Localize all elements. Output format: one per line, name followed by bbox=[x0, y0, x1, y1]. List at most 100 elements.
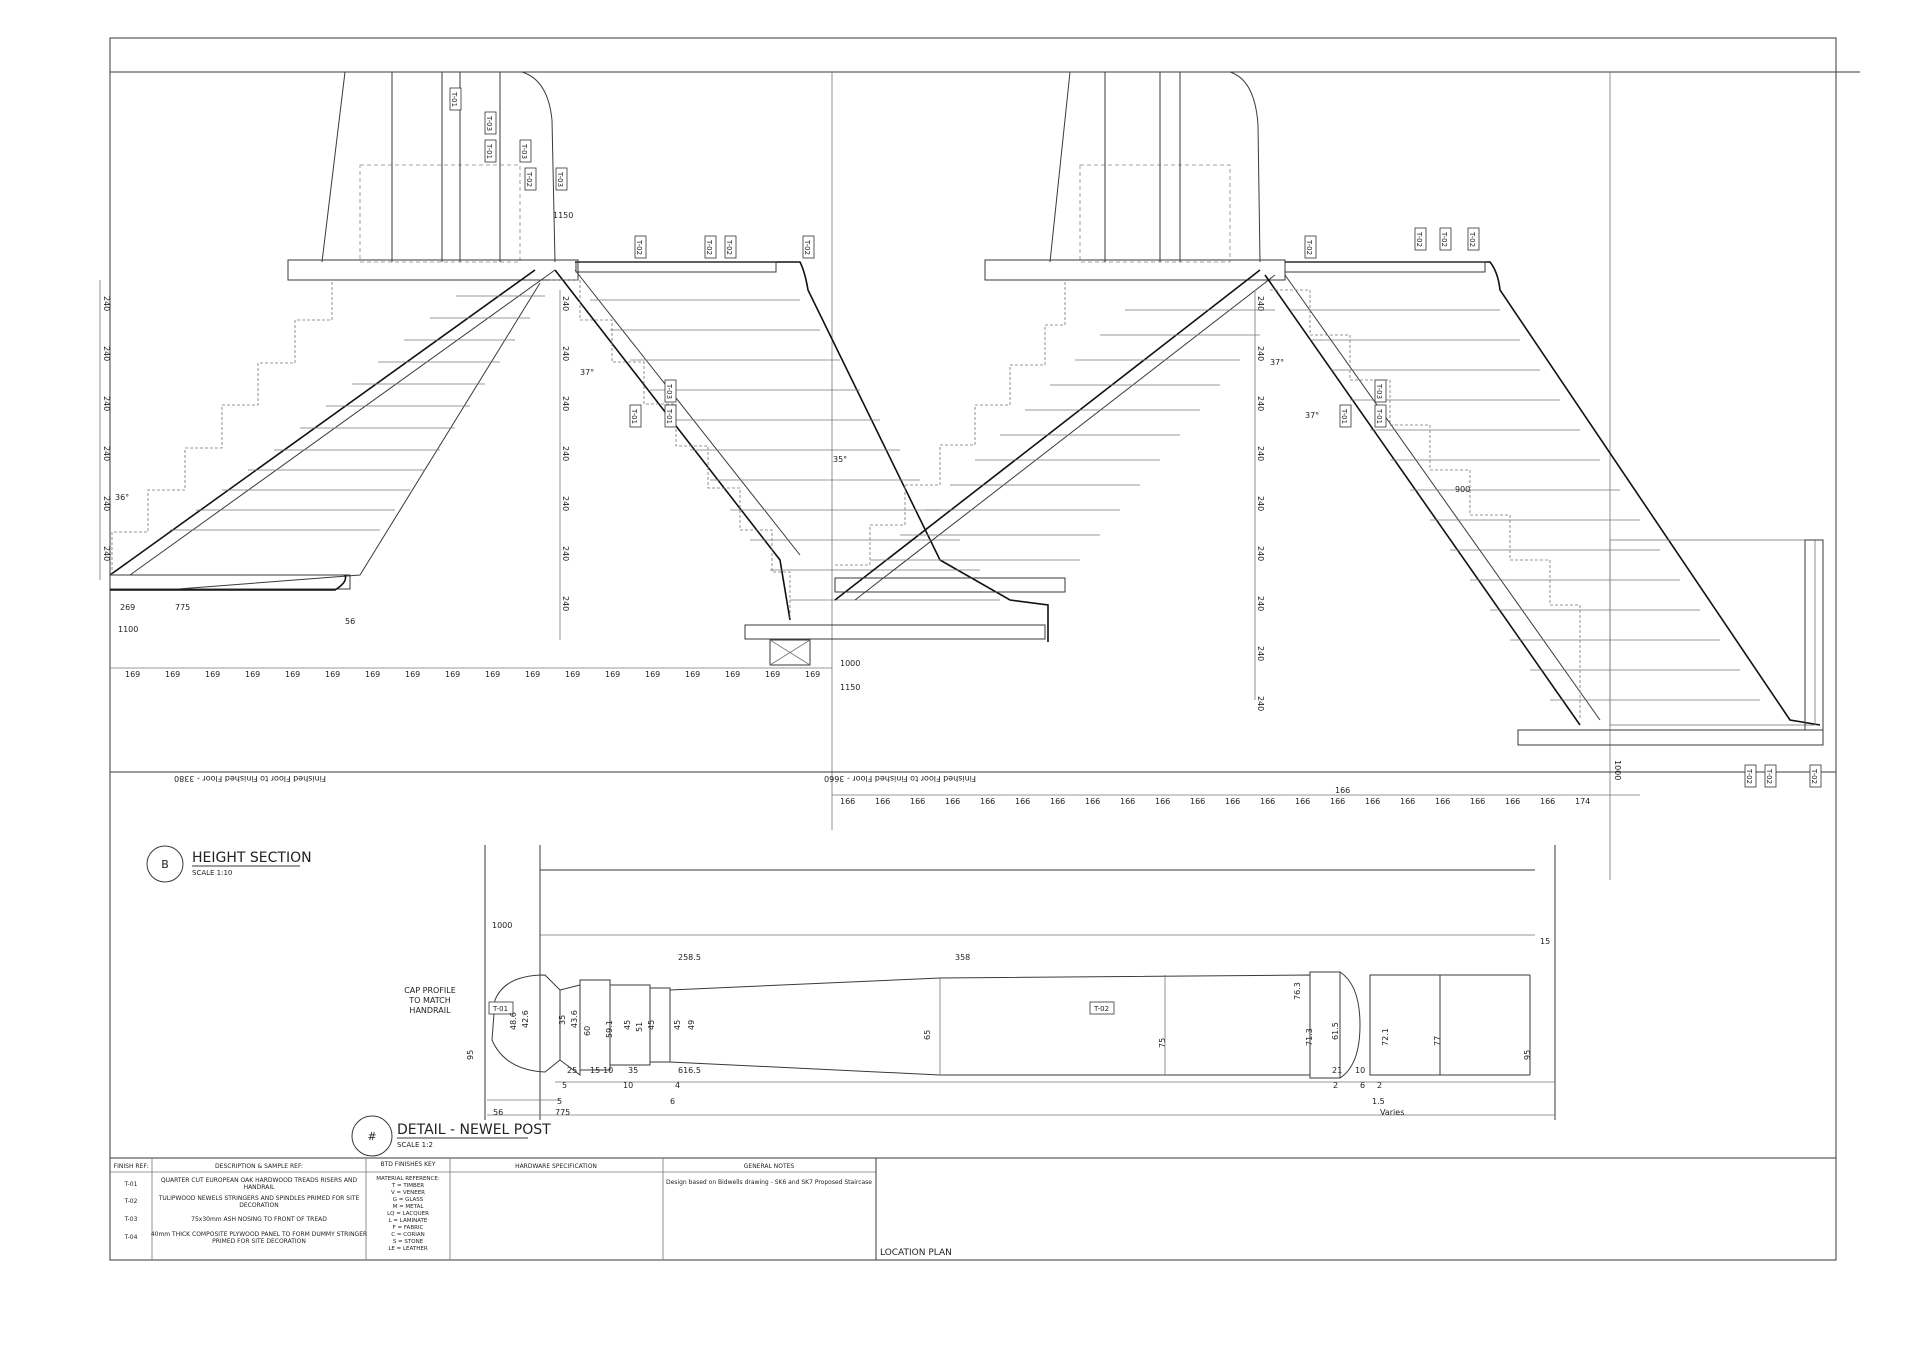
angle-label: 37° bbox=[1270, 358, 1284, 367]
svg-text:169: 169 bbox=[725, 670, 740, 679]
svg-text:240: 240 bbox=[561, 446, 570, 461]
dim-1000: 1000 bbox=[840, 659, 860, 668]
svg-text:BTD FINISHES KEY: BTD FINISHES KEY bbox=[380, 1161, 435, 1168]
svg-text:T-01: T-01 bbox=[1375, 408, 1383, 424]
floor-label-right: Finished Floor to Finished Floor - 3660 bbox=[824, 774, 976, 783]
svg-text:4: 4 bbox=[675, 1081, 680, 1090]
schedule-headers: FINISH REF: DESCRIPTION & SAMPLE REF: BT… bbox=[114, 1161, 795, 1170]
svg-text:169: 169 bbox=[445, 670, 460, 679]
svg-text:6: 6 bbox=[670, 1097, 675, 1106]
svg-text:T-02: T-02 bbox=[1093, 1005, 1109, 1013]
svg-text:T-01: T-01 bbox=[630, 408, 638, 424]
svg-text:T-02: T-02 bbox=[124, 1198, 138, 1205]
svg-text:169: 169 bbox=[365, 670, 380, 679]
svg-text:35: 35 bbox=[558, 1015, 567, 1025]
svg-text:240: 240 bbox=[1256, 546, 1265, 561]
svg-text:5: 5 bbox=[557, 1097, 562, 1106]
svg-text:174: 174 bbox=[1575, 797, 1590, 806]
svg-text:T-03: T-03 bbox=[556, 171, 564, 187]
svg-text:95: 95 bbox=[466, 1050, 475, 1060]
angle-label: 37° bbox=[1305, 411, 1319, 420]
svg-text:240: 240 bbox=[1256, 296, 1265, 311]
svg-text:T-04: T-04 bbox=[124, 1234, 138, 1241]
svg-text:166: 166 bbox=[1330, 797, 1345, 806]
svg-text:240: 240 bbox=[102, 346, 111, 361]
dim-1150-top: 1150 bbox=[553, 211, 573, 220]
finish-tags: T-01 T-03 T-01 T-03 T-02 T-03 T-02 T-02 … bbox=[449, 87, 1822, 788]
svg-text:T-03: T-03 bbox=[485, 115, 493, 131]
svg-text:166: 166 bbox=[1335, 786, 1350, 795]
svg-text:T-02: T-02 bbox=[1415, 231, 1423, 247]
svg-text:C = CORIAN: C = CORIAN bbox=[391, 1232, 424, 1238]
svg-text:45: 45 bbox=[647, 1020, 656, 1030]
svg-text:258.5: 258.5 bbox=[678, 953, 701, 962]
svg-text:169: 169 bbox=[525, 670, 540, 679]
svg-text:T-01: T-01 bbox=[665, 408, 673, 424]
svg-text:166: 166 bbox=[1155, 797, 1170, 806]
riser-dims-left: 169 169 169 169 169 169 169 169 169 169 … bbox=[125, 670, 820, 679]
svg-text:PRIMED FOR SITE DECORATION: PRIMED FOR SITE DECORATION bbox=[212, 1238, 306, 1245]
svg-text:1000: 1000 bbox=[492, 921, 512, 930]
svg-text:166: 166 bbox=[1050, 797, 1065, 806]
sheet-border bbox=[109, 37, 1837, 1261]
detail-symbol-char: # bbox=[367, 1130, 376, 1143]
svg-text:77: 77 bbox=[1433, 1036, 1442, 1046]
svg-text:T-01: T-01 bbox=[485, 143, 493, 159]
svg-text:166: 166 bbox=[1260, 797, 1275, 806]
svg-text:240: 240 bbox=[102, 496, 111, 511]
dim-56: 56 bbox=[345, 617, 355, 626]
svg-text:166: 166 bbox=[1400, 797, 1415, 806]
riser-dims-right: 166 166 166 166 166 166 166 166 166 166 … bbox=[840, 786, 1590, 806]
svg-text:169: 169 bbox=[165, 670, 180, 679]
angle-label: 35° bbox=[833, 455, 847, 464]
svg-text:95: 95 bbox=[1523, 1050, 1532, 1060]
general-note: Design based on Bidwells drawing - SK6 a… bbox=[666, 1179, 872, 1186]
svg-text:166: 166 bbox=[1505, 797, 1520, 806]
svg-text:166: 166 bbox=[1120, 797, 1135, 806]
svg-text:T-02: T-02 bbox=[635, 239, 643, 255]
newel-tags: T-01 T-02 bbox=[488, 1001, 1115, 1015]
svg-text:35: 35 bbox=[628, 1066, 638, 1075]
svg-text:25: 25 bbox=[567, 1066, 577, 1075]
svg-text:169: 169 bbox=[685, 670, 700, 679]
svg-text:166: 166 bbox=[1540, 797, 1555, 806]
svg-text:65: 65 bbox=[923, 1030, 932, 1040]
svg-text:240: 240 bbox=[1256, 496, 1265, 511]
svg-text:240: 240 bbox=[102, 296, 111, 311]
svg-text:775: 775 bbox=[555, 1108, 570, 1117]
svg-text:FINISH REF:: FINISH REF: bbox=[114, 1163, 149, 1170]
angle-label: 36° bbox=[115, 493, 129, 502]
svg-text:240: 240 bbox=[561, 546, 570, 561]
svg-text:HARDWARE SPECIFICATION: HARDWARE SPECIFICATION bbox=[515, 1163, 597, 1170]
svg-text:240: 240 bbox=[1256, 396, 1265, 411]
svg-text:56: 56 bbox=[493, 1108, 503, 1117]
svg-text:G = GLASS: G = GLASS bbox=[393, 1197, 424, 1203]
svg-text:169: 169 bbox=[645, 670, 660, 679]
svg-text:49: 49 bbox=[687, 1020, 696, 1030]
svg-text:Varies: Varies bbox=[1380, 1108, 1404, 1117]
dim-1150: 1150 bbox=[840, 683, 860, 692]
svg-text:45: 45 bbox=[673, 1020, 682, 1030]
svg-text:T-02: T-02 bbox=[1810, 768, 1818, 784]
dim-1000-right: 1000 bbox=[1613, 760, 1622, 780]
svg-text:166: 166 bbox=[840, 797, 855, 806]
detail-symbol bbox=[351, 1115, 393, 1157]
floor-label-left: Finished Floor to Finished Floor - 3380 bbox=[174, 774, 326, 783]
svg-text:15: 15 bbox=[1540, 937, 1550, 946]
section-symbol bbox=[146, 845, 184, 883]
svg-text:358: 358 bbox=[955, 953, 970, 962]
svg-text:S = STONE: S = STONE bbox=[393, 1239, 424, 1245]
svg-text:169: 169 bbox=[765, 670, 780, 679]
svg-text:40mm THICK COMPOSITE PLYWOOD P: 40mm THICK COMPOSITE PLYWOOD PANEL TO FO… bbox=[151, 1231, 367, 1238]
svg-text:169: 169 bbox=[205, 670, 220, 679]
svg-text:169: 169 bbox=[805, 670, 820, 679]
svg-text:21: 21 bbox=[1332, 1066, 1342, 1075]
angle-label: 37° bbox=[580, 368, 594, 377]
svg-text:LE = LEATHER: LE = LEATHER bbox=[388, 1246, 427, 1252]
svg-text:M = METAL: M = METAL bbox=[393, 1204, 425, 1210]
svg-text:T-02: T-02 bbox=[705, 239, 713, 255]
svg-text:42.6: 42.6 bbox=[521, 1010, 530, 1028]
svg-text:HANDRAIL: HANDRAIL bbox=[244, 1184, 276, 1191]
svg-text:48.6: 48.6 bbox=[509, 1012, 518, 1030]
svg-text:T-02: T-02 bbox=[1305, 239, 1313, 255]
